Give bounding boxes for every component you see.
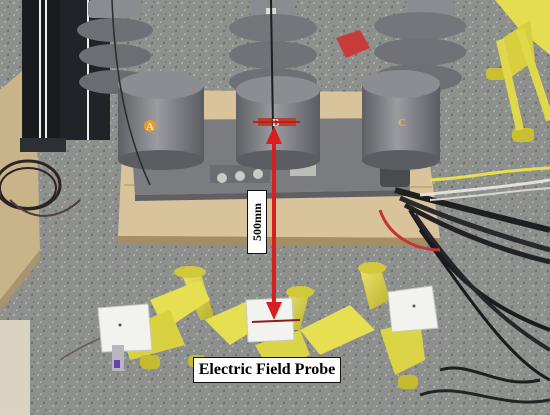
reference-mark-bottom bbox=[251, 319, 301, 323]
yellow-stand-top-right bbox=[486, 0, 550, 142]
cable-coil-left bbox=[0, 159, 81, 217]
probe-stand-right bbox=[188, 262, 425, 389]
phase-label-left: A bbox=[146, 121, 154, 133]
distance-arrow-head-top bbox=[266, 126, 282, 144]
insulator-left bbox=[77, 0, 204, 186]
insulator-center bbox=[229, 0, 320, 170]
probe-plate-center bbox=[245, 297, 295, 343]
probe-plate-left bbox=[97, 303, 153, 353]
insulator-right bbox=[336, 0, 466, 170]
probe-plate-right bbox=[387, 285, 439, 333]
probe-caption: Electric Field Probe bbox=[193, 357, 341, 383]
distance-label-text: 500mm bbox=[247, 190, 267, 254]
phase-label-right: C bbox=[398, 117, 406, 129]
distance-arrow-head-bottom bbox=[266, 302, 282, 320]
cables-right bbox=[378, 166, 550, 404]
